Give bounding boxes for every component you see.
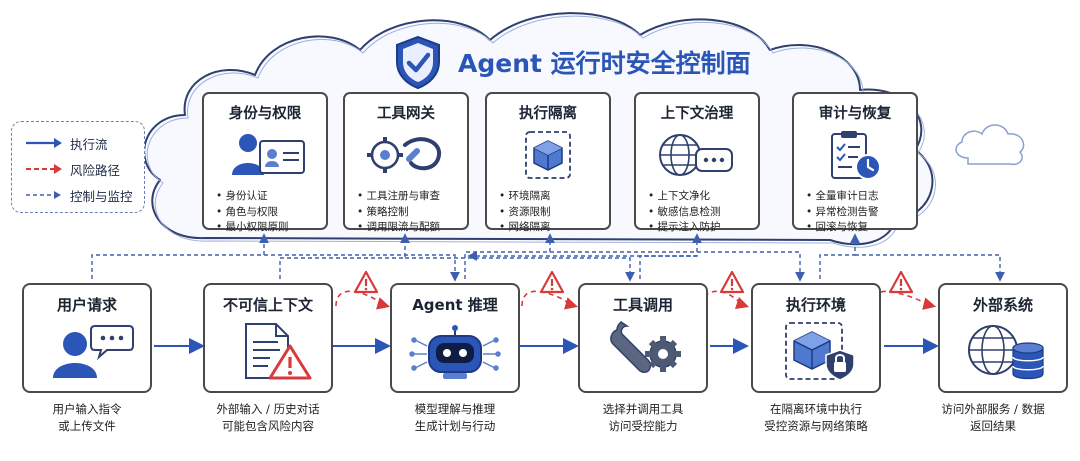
control-audit-recovery: 审计与恢复 全量审计日志 异常检测告警 回滚与恢复: [792, 92, 918, 233]
control-title: 工具网关: [377, 106, 435, 122]
control-item: 提示注入防护: [648, 220, 758, 236]
control-item: 敏感信息检测: [648, 205, 758, 221]
flow-caption: 外部输入 / 历史对话 可能包含风险内容: [188, 401, 348, 435]
caption-line: 生成计划与行动: [414, 419, 496, 433]
control-item: 网络隔离: [499, 220, 609, 236]
user-chat-icon: [53, 325, 134, 378]
legend-item-control: 控制与监控: [24, 182, 144, 208]
warning-triangle-icon: [539, 270, 565, 294]
control-item: 环境隔离: [499, 189, 609, 205]
warning-triangle-icon: [888, 270, 914, 294]
control-item: 最小权限原则: [216, 220, 326, 236]
control-title: 执行隔离: [519, 106, 577, 122]
control-items: 工具注册与审查 策略控制 调用限流与配额: [345, 189, 467, 236]
control-item: 上下文净化: [648, 189, 758, 205]
dashed-blue-arrow-icon: [26, 191, 61, 199]
solid-arrow-icon: [26, 138, 62, 148]
control-items: 身份认证 角色与权限 最小权限原则: [204, 189, 326, 236]
flow-title: 执行环境: [785, 296, 846, 314]
control-title: 审计与恢复: [818, 106, 892, 122]
document-warning-icon: [245, 323, 312, 380]
legend-label: 控制与监控: [70, 188, 133, 204]
id-card-user-icon: [232, 134, 305, 175]
cloud-outline-sketch: [146, 15, 936, 248]
warning-triangle-icon: [353, 270, 379, 294]
control-item: 调用限流与配额: [357, 220, 467, 236]
legend-label: 风险路径: [70, 162, 121, 178]
caption-line: 访问外部服务 / 数据: [941, 402, 1045, 416]
control-identity: 身份与权限 身份认证 角色与权限 最小权限原则: [202, 92, 328, 233]
caption-line: 选择并调用工具: [602, 402, 684, 416]
shield-check-icon: [396, 35, 440, 90]
control-tool-gateway: 工具网关 工具注册与审查 策略控制 调用限流与配额: [343, 92, 469, 233]
diagram-title: Agent 运行时安全控制面: [392, 34, 751, 90]
control-items: 环境隔离 资源限制 网络隔离: [487, 189, 609, 236]
flow-untrusted-context: 不可信上下文: [203, 283, 333, 393]
flow-title: 外部系统: [972, 296, 1033, 314]
control-context-governance: 上下文治理 上下文净化 敏感信息检测 提示注入防护: [634, 92, 760, 233]
caption-line: 在隔离环境中执行: [770, 402, 862, 416]
control-title: 上下文治理: [660, 106, 734, 122]
legend-item-exec-flow: 执行流: [24, 130, 144, 156]
control-item: 角色与权限: [216, 205, 326, 221]
globe-chat-icon: [659, 134, 733, 176]
flow-caption: 选择并调用工具 访问受控能力: [563, 401, 723, 435]
warning-triangle-icon: [719, 270, 745, 294]
caption-line: 可能包含风险内容: [222, 419, 314, 433]
control-items: 上下文净化 敏感信息检测 提示注入防护: [636, 189, 758, 236]
control-item: 身份认证: [216, 189, 326, 205]
flow-caption: 在隔离环境中执行 受控资源与网络策略: [736, 401, 896, 435]
dashed-red-arrow-icon: [26, 164, 62, 174]
flow-caption: 访问外部服务 / 数据 返回结果: [913, 401, 1073, 435]
caption-line: 用户输入指令: [52, 402, 122, 416]
caption-line: 模型理解与推理: [414, 402, 496, 416]
flow-title: Agent 推理: [412, 296, 498, 314]
flow-tool-invocation: 工具调用: [578, 283, 708, 393]
control-item: 全量审计日志: [806, 189, 916, 205]
flow-user-request: 用户请求: [22, 283, 152, 393]
flow-external-systems: 外部系统: [938, 283, 1068, 393]
flow-title: 用户请求: [56, 296, 117, 314]
page-title: Agent 运行时安全控制面: [458, 49, 751, 78]
control-item: 异常检测告警: [806, 205, 916, 221]
control-item: 回滚与恢复: [806, 220, 916, 236]
caption-line: 访问受控能力: [608, 419, 678, 433]
caption-line: 返回结果: [970, 419, 1016, 433]
control-items: 全量审计日志 异常检测告警 回滚与恢复: [794, 189, 916, 236]
flow-title: 工具调用: [612, 296, 673, 314]
caption-line: 受控资源与网络策略: [764, 419, 868, 433]
globe-database-icon: [968, 325, 1044, 380]
control-item: 策略控制: [357, 205, 467, 221]
legend-item-risk-path: 风险路径: [24, 156, 144, 182]
caption-line: 外部输入 / 历史对话: [216, 402, 320, 416]
cube-lock-icon: [785, 322, 855, 381]
robot-icon: [409, 325, 501, 379]
wrench-gear-icon: [610, 321, 681, 373]
flow-caption: 模型理解与推理 生成计划与行动: [375, 401, 535, 435]
caption-line: 或上传文件: [58, 419, 116, 433]
control-item: 资源限制: [499, 205, 609, 221]
flow-title: 不可信上下文: [222, 296, 313, 314]
control-exec-isolation: 执行隔离 环境隔离 资源限制 网络隔离: [485, 92, 611, 233]
flow-caption: 用户输入指令 或上传文件: [7, 401, 167, 435]
legend: 执行流 风险路径 控制与监控: [11, 121, 145, 213]
small-cloud-icon: [955, 124, 1025, 166]
flow-agent-reasoning: Agent 推理: [390, 283, 520, 393]
flow-exec-environment: 执行环境: [751, 283, 881, 393]
gear-pipe-icon: [367, 137, 442, 173]
cube-icon: [525, 131, 571, 179]
legend-label: 执行流: [70, 136, 108, 152]
control-title: 身份与权限: [228, 106, 302, 122]
control-item: 工具注册与审查: [357, 189, 467, 205]
clipboard-clock-icon: [831, 131, 881, 180]
